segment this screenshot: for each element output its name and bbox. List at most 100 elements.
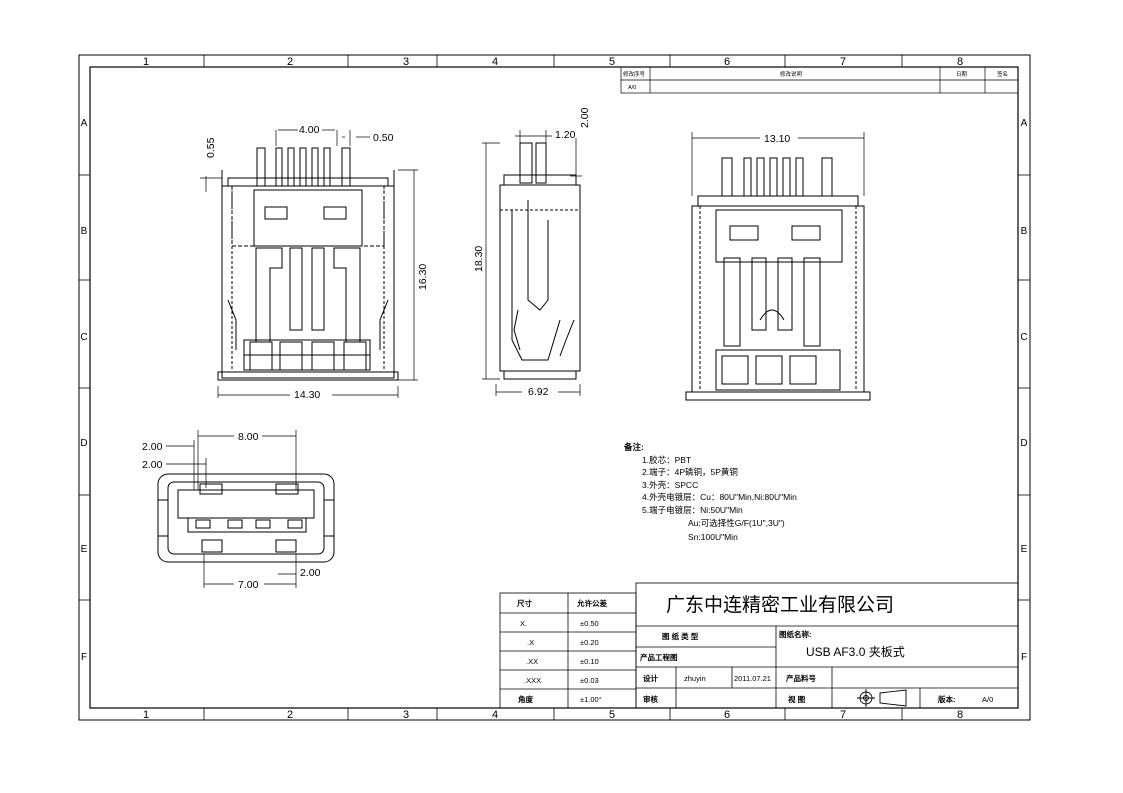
note-item: 2.端子：4P磷铜，5P黄铜 — [642, 467, 738, 477]
outer-frame — [78, 54, 1031, 721]
row-label: B — [81, 226, 88, 237]
dim-side-top-width: 1.20 — [555, 129, 576, 141]
notes-title: 备注: — [623, 442, 644, 452]
col-label: 7 — [840, 56, 846, 68]
row-label: A — [1021, 118, 1028, 129]
row-label: F — [1021, 652, 1027, 663]
note-item: 5.端子电镀层：Ni:50U"Min — [642, 505, 743, 515]
view-label: 视 图 — [788, 694, 806, 704]
rev-header-desc: 修改说明 — [780, 70, 803, 78]
col-label: 5 — [609, 56, 615, 68]
tol-row-size: .XX — [526, 657, 538, 666]
note-item: Sn:100U"Min — [688, 532, 738, 542]
front-view — [217, 147, 399, 381]
version-label: 版本: — [937, 694, 956, 704]
dim-front-pin-width: 0.50 — [373, 132, 394, 144]
col-label: 3 — [403, 56, 409, 68]
tol-row-val: ±0.20 — [580, 638, 599, 647]
drawing-name-value: USB AF3.0 夹板式 — [806, 645, 905, 659]
tol-row-val: ±0.03 — [580, 676, 599, 685]
dim-bottom-a: 2.00 — [142, 441, 163, 453]
note-item: 1.胶芯：PBT — [642, 455, 691, 465]
bottom-view — [157, 473, 335, 563]
designer-value: zhuyin — [684, 674, 706, 683]
tolerance-table — [499, 592, 637, 709]
col-label: 8 — [957, 709, 963, 721]
version-value: A/0 — [982, 695, 993, 704]
dim-bottom-b: 2.00 — [142, 459, 163, 471]
row-label: F — [81, 652, 87, 663]
row-label: C — [80, 332, 87, 343]
column-labels-top: 1 2 3 4 5 6 7 8 — [143, 56, 963, 68]
revision-table — [620, 66, 1019, 94]
tol-row-val: ±1.00° — [580, 695, 602, 704]
row-label: A — [81, 118, 88, 129]
tol-row-size: .X — [527, 638, 534, 647]
tol-row-val: ±0.10 — [580, 657, 599, 666]
notes: 备注: 1.胶芯：PBT 2.端子：4P磷铜，5P黄铜 3.外壳：SPCC 4.… — [623, 442, 797, 542]
col-label: 8 — [957, 56, 963, 68]
row-label: E — [1021, 544, 1028, 555]
dim-bottom-span-top: 8.00 — [238, 431, 259, 443]
front-pins — [256, 147, 351, 187]
rev-row-no: A/0 — [628, 85, 636, 91]
zone-grid — [79, 55, 1030, 720]
tol-header-tol: 允许公差 — [576, 598, 607, 608]
tol-row-val: ±0.50 — [580, 619, 599, 628]
rear-view — [685, 157, 871, 401]
col-label: 4 — [492, 56, 498, 68]
rear-dims — [691, 132, 865, 196]
title-block — [635, 582, 1019, 709]
rev-header-date: 日期 — [956, 71, 968, 78]
col-label: 4 — [492, 709, 498, 721]
col-label: 5 — [609, 709, 615, 721]
dim-bottom-span-bottom: 7.00 — [238, 579, 259, 591]
col-label: 6 — [724, 56, 730, 68]
dim-front-width: 14.30 — [294, 389, 320, 401]
part-no-label: 产品料号 — [786, 673, 816, 683]
row-label: D — [1020, 438, 1027, 449]
dim-side-top-height: 2.00 — [579, 107, 591, 128]
side-view — [499, 142, 581, 380]
company-name: 广东中连精密工业有限公司 — [666, 594, 894, 616]
tol-row-size: .XXX — [524, 676, 541, 685]
row-label: B — [1021, 226, 1028, 237]
row-labels-right: A B C D E F — [1020, 118, 1027, 663]
dim-bottom-c: 2.00 — [300, 567, 321, 579]
dim-side-depth: 6.92 — [528, 386, 549, 398]
rev-header-sign: 签名 — [997, 70, 1008, 78]
row-labels-left: A B C D E F — [80, 118, 87, 663]
tol-row-size: X. — [520, 619, 527, 628]
row-label: D — [80, 438, 87, 449]
drawing-type-value: 产品工程图 — [640, 652, 678, 662]
note-item: 3.外壳：SPCC — [642, 480, 698, 490]
col-label: 2 — [287, 56, 293, 68]
dim-front-height: 16.30 — [417, 264, 429, 290]
dim-front-pin-pitch: 4.00 — [299, 124, 320, 136]
col-label: 3 — [403, 709, 409, 721]
rev-header-no: 修改序号 — [623, 70, 646, 78]
col-label: 7 — [840, 709, 846, 721]
row-label: E — [81, 544, 88, 555]
front-dims — [200, 129, 418, 398]
design-date: 2011.07.21 — [734, 674, 771, 683]
note-item: 4.外壳电镀层：Cu：80U"Min,Ni:80U"Min — [642, 492, 797, 502]
dim-rear-width: 13.10 — [764, 133, 790, 145]
tol-row-size: 角度 — [518, 694, 533, 704]
reviewer-label: 审核 — [643, 694, 658, 704]
projection-icon — [857, 689, 907, 707]
designer-label: 设计 — [643, 673, 658, 683]
col-label: 1 — [143, 709, 149, 721]
col-label: 2 — [287, 709, 293, 721]
bottom-dims — [166, 430, 297, 588]
column-labels-bottom: 1 2 3 4 5 6 7 8 — [143, 709, 963, 721]
side-dims — [482, 130, 582, 396]
col-label: 6 — [724, 709, 730, 721]
col-label: 1 — [143, 56, 149, 68]
tol-header-size: 尺寸 — [517, 598, 532, 608]
row-label: C — [1020, 332, 1027, 343]
note-item: Au:可选择性G/F(1U",3U") — [688, 518, 785, 528]
dim-front-pin-offset: 0.55 — [205, 137, 217, 158]
drawing-type-label: 图 纸 类 型 — [662, 631, 699, 641]
